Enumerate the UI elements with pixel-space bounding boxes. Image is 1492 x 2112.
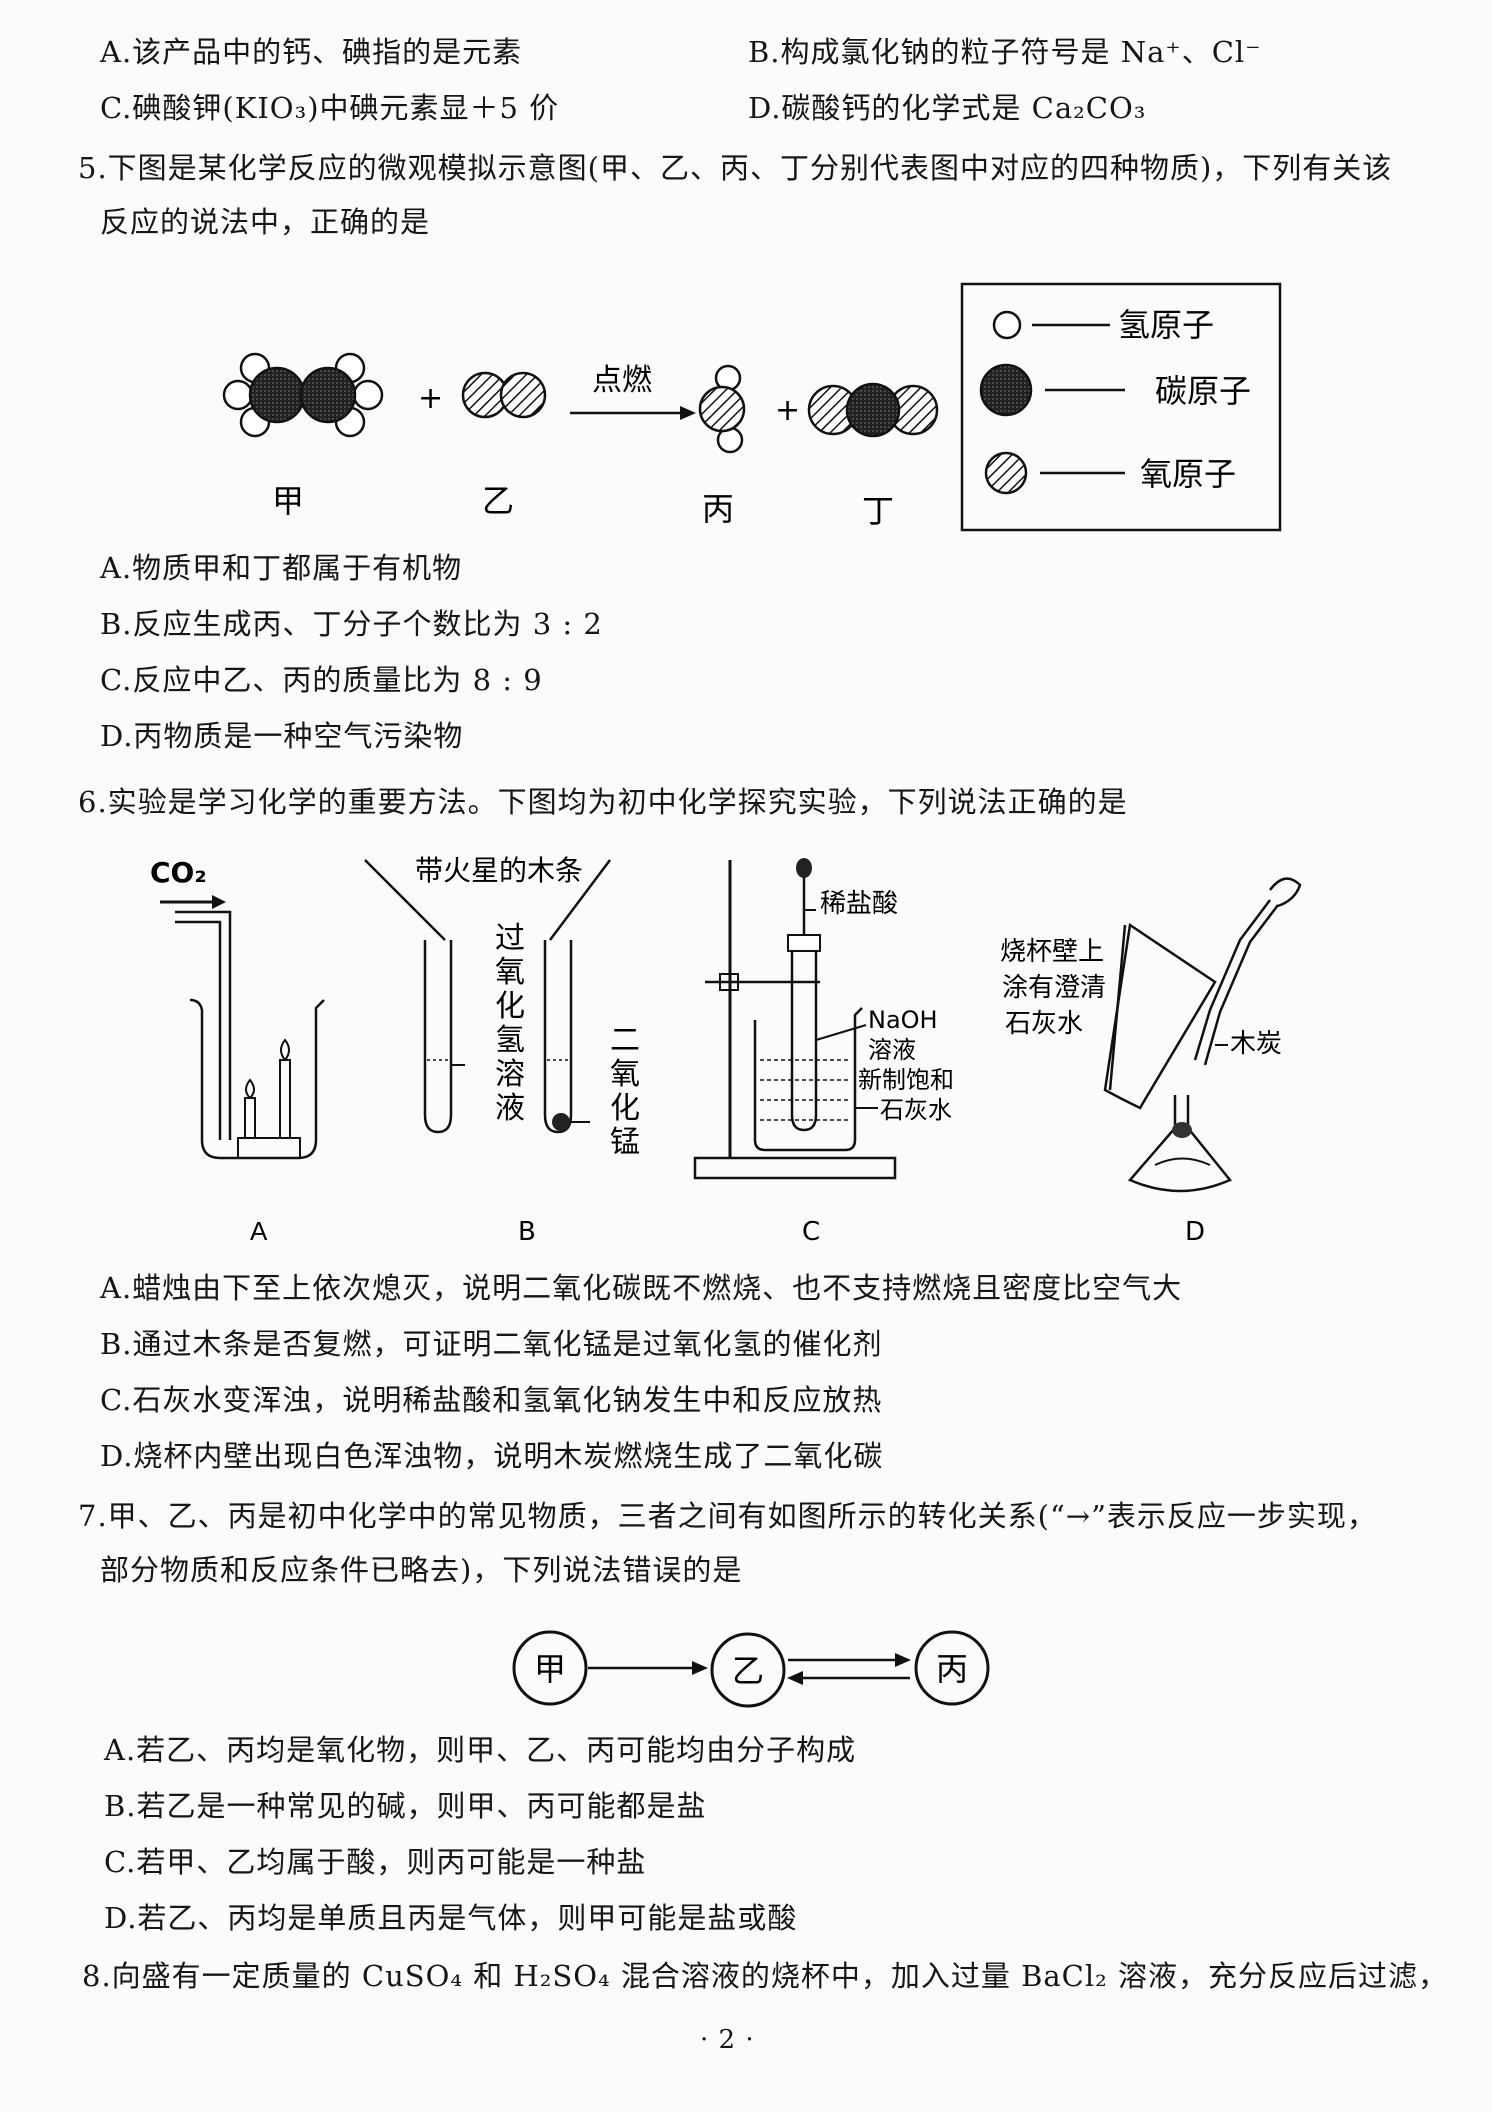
label-yi: 乙 bbox=[482, 482, 514, 520]
q5-option-d: D.丙物质是一种空气污染物 bbox=[100, 719, 464, 753]
label-bing: 丙 bbox=[702, 490, 734, 528]
q7-option-d: D.若乙、丙均是单质且丙是气体，则甲可能是盐或酸 bbox=[104, 1901, 798, 1935]
figD-note-line3: 石灰水 bbox=[1005, 1009, 1083, 1039]
q5-option-a: A.物质甲和丁都属于有机物 bbox=[100, 551, 463, 585]
q5-stem-line2: 反应的说法中，正确的是 bbox=[100, 205, 431, 239]
q6-option-a: A.蜡烛由下至上依次熄灭，说明二氧化碳既不燃烧、也不支持燃烧且密度比空气大 bbox=[100, 1271, 1183, 1305]
figB-liquid-char-6: 液 bbox=[495, 1091, 525, 1126]
figB-liquid-char-5: 溶 bbox=[495, 1057, 525, 1092]
node-bing bbox=[914, 1630, 990, 1706]
figC-lime-line2: 石灰水 bbox=[880, 1096, 952, 1124]
figD-note-line1: 烧杯壁上 bbox=[1000, 937, 1104, 967]
figA-gas-label: CO₂ bbox=[150, 856, 207, 889]
figB-caption: B bbox=[518, 1217, 536, 1247]
page-number: · 2 · bbox=[700, 2025, 755, 2055]
figB-solid-char-3: 化 bbox=[610, 1091, 640, 1126]
figB-solid-char-1: 二 bbox=[610, 1023, 640, 1058]
q4-option-a: A.该产品中的钙、碘指的是元素 bbox=[100, 35, 523, 69]
figB-liquid-char-4: 氢 bbox=[495, 1023, 525, 1058]
q6-stem: 6.实验是学习化学的重要方法。下图均为初中化学探究实验，下列说法正确的是 bbox=[78, 785, 1128, 819]
legend-oxygen: 氧原子 bbox=[1140, 455, 1236, 493]
figB-liquid-char-2: 氧 bbox=[495, 955, 525, 990]
q7-option-c: C.若甲、乙均属于酸，则丙可能是一种盐 bbox=[104, 1845, 647, 1879]
molecule-bing bbox=[698, 364, 746, 454]
q4-option-b: B.构成氯化钠的粒子符号是 Na⁺、Cl⁻ bbox=[748, 35, 1262, 69]
q6-option-c: C.石灰水变浑浊，说明稀盐酸和氢氧化钠发生中和反应放热 bbox=[100, 1383, 883, 1417]
atom-legend: 氢原子 碳原子 氧原子 bbox=[960, 282, 1282, 532]
legend-carbon: 碳原子 bbox=[1155, 372, 1251, 410]
figC-naoh-line2: 溶液 bbox=[868, 1036, 916, 1064]
figure-c: 稀盐酸 NaOH 溶液 新制饱和 石灰水 C bbox=[693, 858, 954, 1247]
label-ding: 丁 bbox=[862, 492, 894, 530]
plus-1: + bbox=[418, 381, 443, 416]
q4-option-c: C.碘酸钾(KIO₃)中碘元素显＋5 价 bbox=[100, 91, 560, 125]
node-yi-label: 乙 bbox=[732, 1652, 764, 1690]
molecule-ding bbox=[807, 382, 939, 438]
q4-option-d: D.碳酸钙的化学式是 Ca₂CO₃ bbox=[748, 91, 1147, 125]
figB-liquid-char-3: 化 bbox=[495, 989, 525, 1024]
figB-solid-char-2: 氧 bbox=[610, 1057, 640, 1092]
q8-stem: 8.向盛有一定质量的 CuSO₄ 和 H₂SO₄ 混合溶液的烧杯中，加入过量 B… bbox=[82, 1959, 1448, 1993]
figB-liquid-char-1: 过 bbox=[495, 921, 525, 956]
figC-naoh-line1: NaOH bbox=[868, 1006, 938, 1034]
plus-2: + bbox=[775, 393, 800, 428]
figB-splint-label: 带火星的木条 bbox=[415, 854, 583, 887]
q7-conversion-diagram: 甲 乙 丙 bbox=[512, 1630, 990, 1708]
q7-option-b: B.若乙是一种常见的碱，则甲、丙可能都是盐 bbox=[104, 1789, 707, 1823]
q6-option-d: D.烧杯内壁出现白色浑浊物，说明木炭燃烧生成了二氧化碳 bbox=[100, 1439, 884, 1473]
node-bing-label: 丙 bbox=[936, 1650, 968, 1688]
figB-solid-char-4: 锰 bbox=[610, 1125, 640, 1160]
legend-hydrogen: 氢原子 bbox=[1118, 306, 1214, 344]
q6-experiment-figures: CO₂ A 带火星的木条 过 氧 化 氢 溶 液 二 氧 化 锰 B bbox=[150, 854, 1302, 1247]
molecule-jia bbox=[222, 352, 384, 438]
node-jia-label: 甲 bbox=[534, 1650, 566, 1688]
q5-option-c: C.反应中乙、丙的质量比为 8 : 9 bbox=[100, 663, 543, 697]
molecule-yi bbox=[461, 371, 547, 419]
node-yi bbox=[710, 1632, 786, 1708]
figC-acid-label: 稀盐酸 bbox=[820, 889, 898, 919]
figD-note-line2: 涂有澄清 bbox=[1002, 973, 1106, 1003]
q7-stem-line2: 部分物质和反应条件已略去)，下列说法错误的是 bbox=[100, 1553, 743, 1587]
figure-d: 烧杯壁上 涂有澄清 石灰水 木炭 D bbox=[1000, 877, 1302, 1247]
node-jia bbox=[512, 1630, 588, 1706]
label-jia: 甲 bbox=[272, 482, 304, 520]
figure-a: CO₂ A bbox=[150, 856, 325, 1246]
figA-caption: A bbox=[250, 1216, 268, 1246]
figD-caption: D bbox=[1185, 1217, 1205, 1247]
q7-option-a: A.若乙、丙均是氧化物，则甲、乙、丙可能均由分子构成 bbox=[104, 1733, 857, 1767]
reaction-condition: 点燃 bbox=[592, 363, 652, 398]
figC-lime-line1: 新制饱和 bbox=[858, 1066, 954, 1094]
q5-stem-line1: 5.下图是某化学反应的微观模拟示意图(甲、乙、丙、丁分别代表图中对应的四种物质)… bbox=[78, 151, 1393, 185]
q5-reaction-diagram: + 点燃 + 甲 乙 丙 丁 氢原子 碳原子 氧原子 bbox=[222, 282, 1282, 532]
q6-option-b: B.通过木条是否复燃，可证明二氧化锰是过氧化氢的催化剂 bbox=[100, 1327, 883, 1361]
q7-stem-line1: 7.甲、乙、丙是初中化学中的常见物质，三者之间有如图所示的转化关系(“→”表示反… bbox=[78, 1499, 1377, 1533]
q5-option-b: B.反应生成丙、丁分子个数比为 3 : 2 bbox=[100, 607, 603, 641]
figC-caption: C bbox=[802, 1217, 820, 1247]
figure-b: 带火星的木条 过 氧 化 氢 溶 液 二 氧 化 锰 B bbox=[364, 854, 640, 1247]
figD-charcoal-label: 木炭 bbox=[1230, 1029, 1282, 1059]
